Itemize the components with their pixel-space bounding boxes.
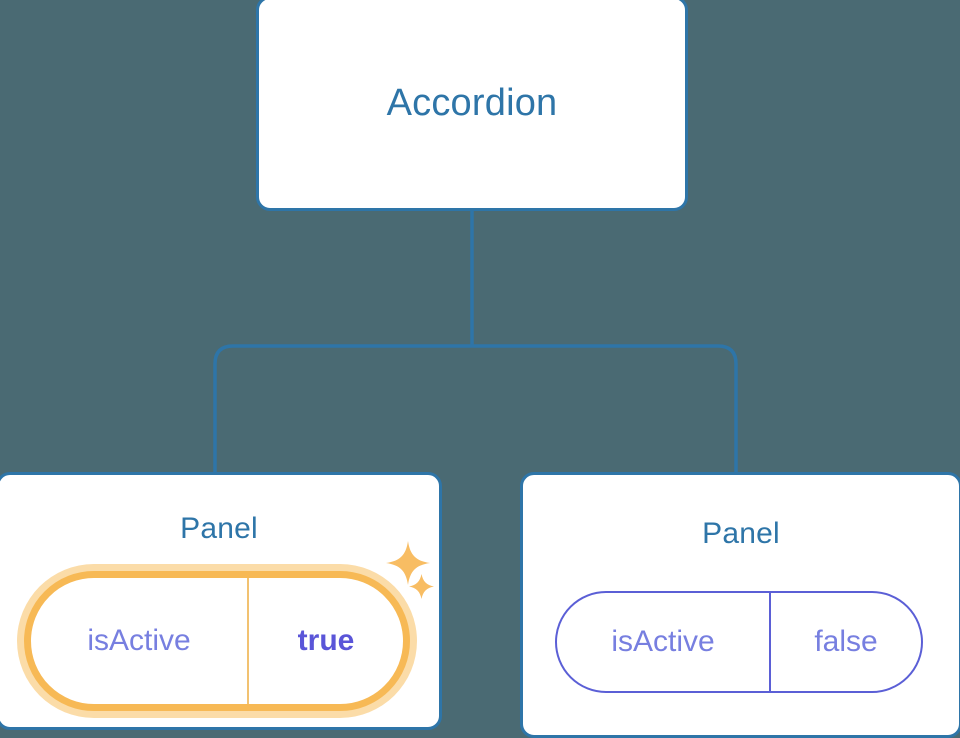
prop-pill-isactive-true[interactable]: isActive true [24, 571, 410, 711]
sparkle-icon [386, 541, 430, 585]
sparkle-icon [409, 574, 434, 599]
node-accordion-title: Accordion [386, 82, 558, 124]
prop-value: false [814, 625, 878, 658]
prop-pill-wrapper-inactive: isActive false [555, 591, 923, 693]
prop-pill-isactive-false[interactable]: isActive false [555, 591, 923, 693]
prop-key: isActive [31, 578, 249, 704]
node-panel-right-title: Panel [702, 517, 780, 550]
connector-branch-right [472, 344, 738, 474]
node-panel-left-title: Panel [180, 512, 258, 545]
connector-branch-left [213, 344, 472, 474]
prop-pill-wrapper-active: isActive true [24, 571, 410, 711]
node-accordion[interactable]: Accordion [256, 0, 688, 211]
prop-key: isActive [557, 593, 771, 691]
prop-value: true [297, 624, 355, 657]
